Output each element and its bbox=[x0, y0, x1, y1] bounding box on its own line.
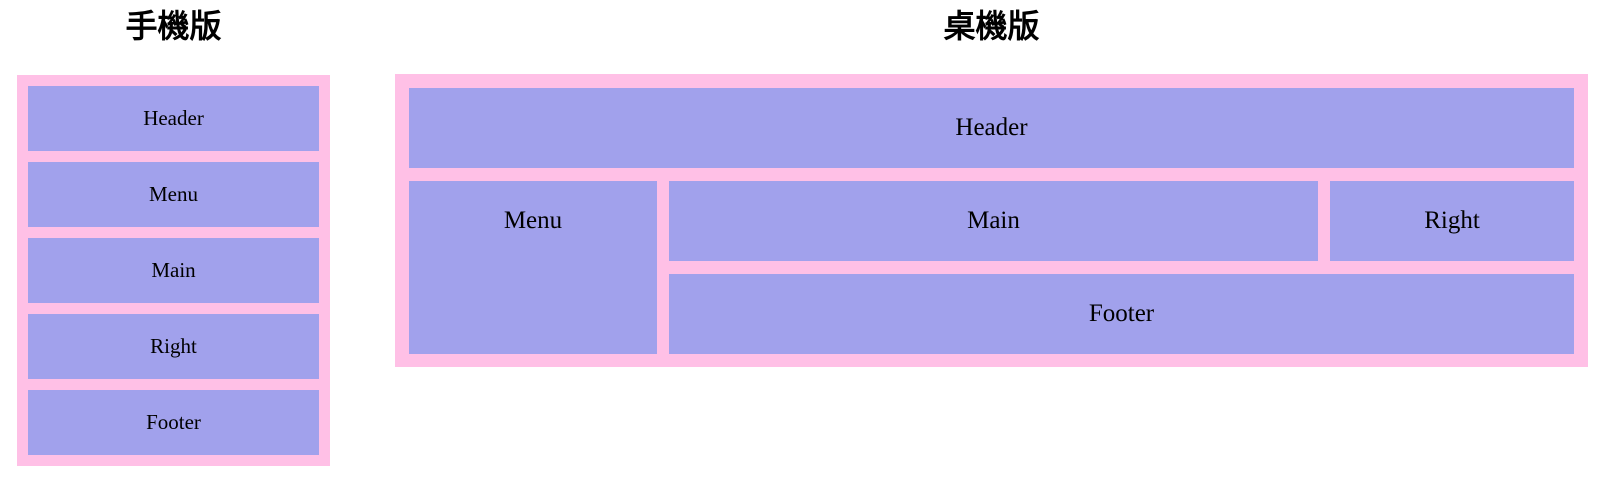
desktop-section-title: 桌機版 bbox=[943, 8, 1040, 44]
mobile-section-title: 手機版 bbox=[125, 8, 222, 44]
desktop-header-box: Header bbox=[409, 88, 1574, 168]
desktop-layout-container: Header Menu Main Right Footer bbox=[395, 74, 1588, 367]
mobile-menu-box: Menu bbox=[28, 162, 319, 227]
desktop-right-box: Right bbox=[1330, 181, 1574, 261]
mobile-main-box: Main bbox=[28, 238, 319, 303]
desktop-footer-box: Footer bbox=[669, 274, 1574, 354]
desktop-main-box: Main bbox=[669, 181, 1318, 261]
mobile-layout-container: Header Menu Main Right Footer bbox=[17, 75, 330, 466]
mobile-footer-box: Footer bbox=[28, 390, 319, 455]
desktop-menu-box: Menu bbox=[409, 181, 657, 354]
mobile-header-box: Header bbox=[28, 86, 319, 151]
mobile-right-box: Right bbox=[28, 314, 319, 379]
